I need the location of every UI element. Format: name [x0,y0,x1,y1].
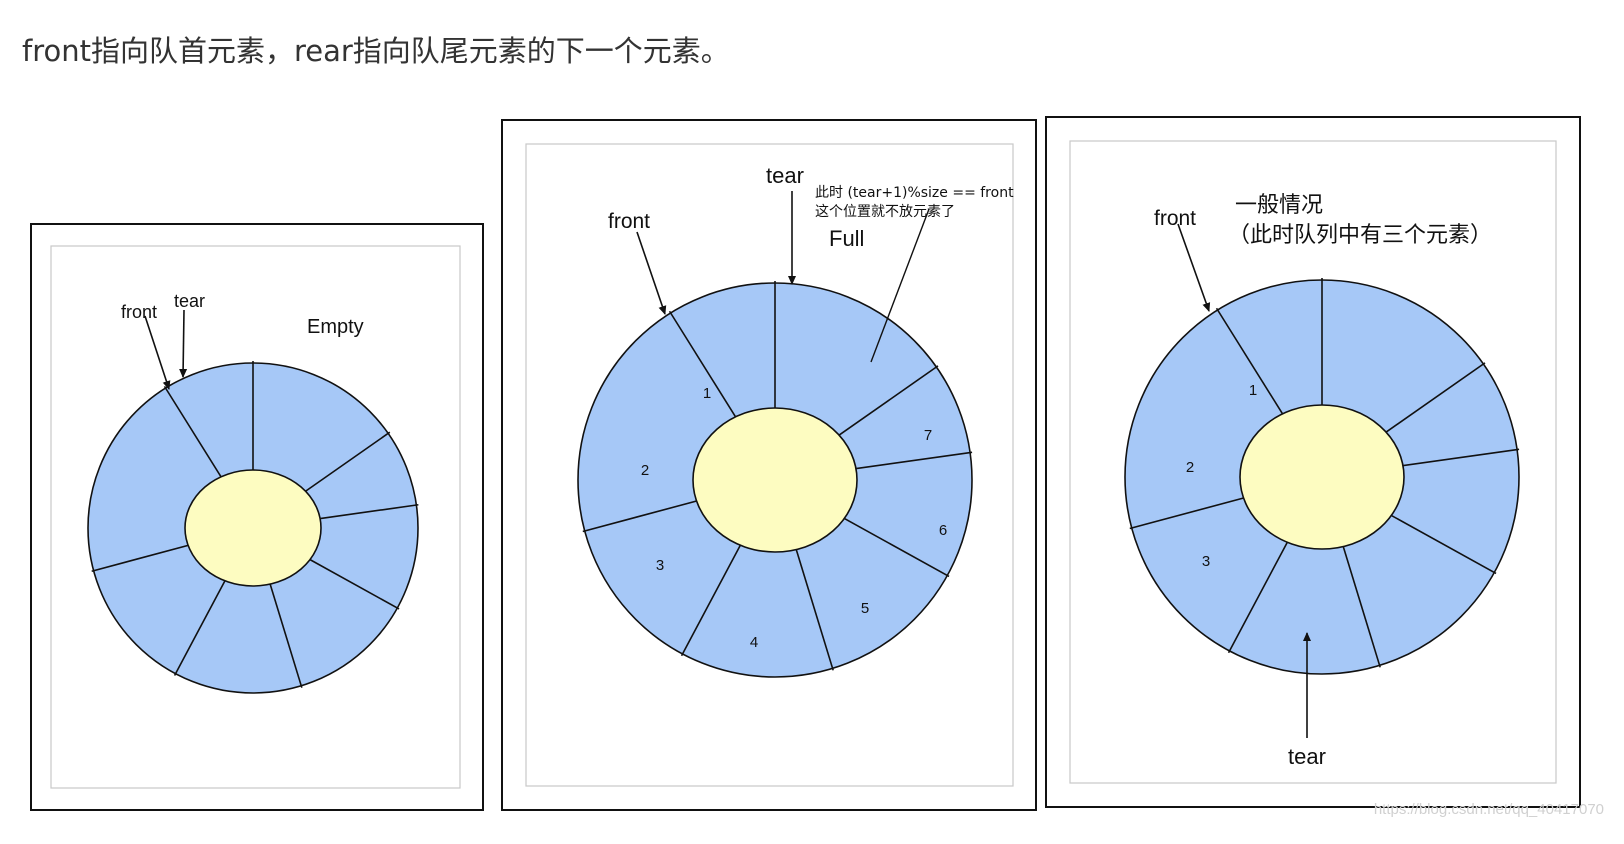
slot-label: 3 [656,557,664,574]
full-note-pointer [870,208,930,363]
ring-divider [269,583,303,688]
full-note-line1: 此时 (tear+1)%size == front [815,185,1014,201]
ring-divider [310,503,419,521]
panel-general-inner-frame [1069,140,1557,784]
full-front-arrow [636,231,667,315]
panel-general: 1 2 3 front 一般情况 （此时队列中有三个元素） tear [1045,116,1581,808]
ring-divider [1393,448,1520,468]
ring-divider [833,365,939,440]
panel-full: 1 2 3 4 5 6 7 tear front 此时 (tear+1)%size == f… [501,119,1037,811]
full-note-line2: 这个位置就不放元素了 [815,203,955,220]
full-tear-label: tear [766,163,804,188]
ring-divider [1384,511,1497,575]
ring-hub [184,469,322,587]
ring-divider [846,451,973,471]
ring-divider [1129,494,1253,530]
slot-label: 4 [750,634,758,651]
ring-divider [1215,307,1285,417]
slots-full: 1 2 3 4 5 6 7 [641,385,947,651]
ring-divider [795,548,834,671]
slots-general: 1 2 3 [1186,382,1257,570]
ring-divider [163,385,223,480]
slot-label: 2 [641,462,649,479]
general-title-line1: 一般情况 [1235,193,1323,218]
slot-label: 1 [1249,382,1257,399]
ring-divider [1380,362,1486,437]
ring-divider [837,514,950,578]
ring-divider [668,310,738,420]
empty-tear-label: tear [174,291,205,311]
ring-divider [680,543,742,657]
empty-front-label: front [121,302,157,322]
page-heading: front指向队首元素，rear指向队尾元素的下一个元素。 [22,34,730,68]
ring-divider [300,431,391,496]
ring-general [1124,278,1520,675]
ring-divider [1342,545,1381,668]
empty-state-label: Empty [307,316,364,338]
full-state-label: Full [829,226,864,251]
ring-hub [692,407,858,553]
slot-label: 6 [939,522,947,539]
full-front-label: front [608,210,650,233]
slot-label: 5 [861,600,869,617]
slot-label: 2 [1186,459,1194,476]
ring-divider [173,578,227,676]
ring-divider [303,555,400,610]
panel-full-inner-frame [525,143,1014,787]
ring-divider [582,497,706,533]
panel-empty: front tear Empty [30,223,484,811]
general-tear-label: tear [1288,744,1326,769]
slot-label: 7 [924,427,932,444]
empty-front-arrow [144,315,171,390]
general-front-label: front [1154,207,1196,230]
slot-label: 3 [1202,553,1210,570]
general-front-arrow [1177,223,1211,312]
slot-label: 1 [703,385,711,402]
ring-full [577,281,973,678]
ring-hub [1239,404,1405,550]
watermark: https://blog.csdn.net/qq_40417070 [1373,801,1604,818]
ring-divider [91,542,198,572]
ring-divider [1227,540,1289,654]
empty-tear-arrow [179,309,188,378]
ring-empty [87,361,419,694]
general-title-line2: （此时队列中有三个元素） [1228,223,1492,248]
panel-empty-inner-frame [50,245,461,789]
